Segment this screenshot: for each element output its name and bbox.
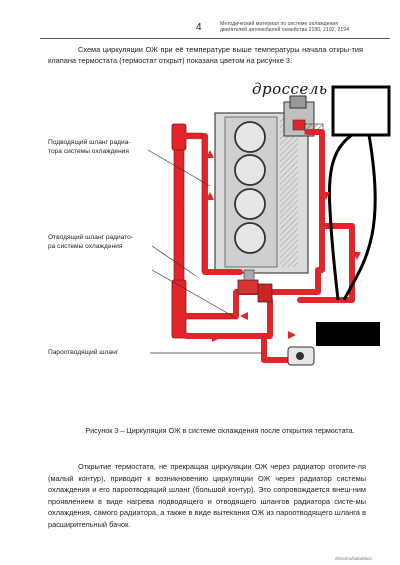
expansion-tank [287,346,315,366]
label-vapor-hose: Пароотводящий шланг [48,349,119,356]
header-rule [40,38,390,39]
flow-arrow [353,252,361,260]
label-supply-hose: Подводящий шланг радиа- тора системы охл… [48,139,131,157]
label-supply-line1: Подводящий шланг радиа- [48,139,131,146]
flow-arrow [206,192,214,200]
header-note-line1: Методический материал по системе охлажде… [220,21,339,27]
thermostat [237,269,273,303]
page-number: 4 [196,22,202,33]
throttle-handwritten-label: дроссель [252,80,328,98]
flow-arrow [212,334,220,342]
handwritten-annotation [327,85,391,301]
radiator [171,123,187,339]
flow-arrow [288,331,296,339]
redacted-block [316,322,380,346]
leader-return-a [151,245,197,277]
label-return-hose: Отводящий шланг радиато- ра системы охла… [48,234,133,252]
header-note-line2: двигателей автомобилей семейства 2190, 2… [220,27,350,34]
body-paragraph: Открытие термостата, не прекращая циркул… [48,462,366,529]
vapor-hose [261,333,295,363]
watermark: drive2ru/kalambus [335,556,372,561]
label-return-line1: Отводящий шланг радиато- [48,234,134,241]
header-note: Методический материал по системе охлажде… [220,21,388,34]
flow-arrow [322,192,330,200]
engine-block [214,112,309,274]
figure-caption: Рисунок 3 – Циркуляция ОЖ в системе охла… [85,426,355,435]
flow-arrow [176,250,184,258]
leader-return-b [151,269,237,319]
flow-arrow [206,150,214,158]
label-supply-line2: тора системы охлаждения [48,147,129,155]
flow-arrow [240,312,248,320]
supply-hose [183,133,208,275]
label-return-line2: ра системы охлаждения [48,242,123,250]
intro-paragraph: Схема циркуляции ОЖ при её температуре в… [48,45,363,65]
leader-supply [147,149,211,187]
flow-arrows [176,150,361,342]
flow-arrow [176,200,184,208]
heater-loop [297,223,355,303]
